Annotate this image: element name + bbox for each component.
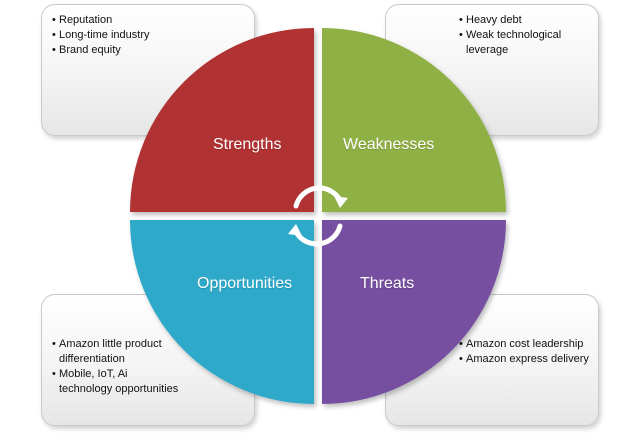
list-item: Amazon cost leadership [459, 337, 589, 352]
list-item: Amazon express delivery [459, 352, 589, 367]
arrow-heads [288, 196, 348, 236]
opportunities-label: Opportunities [197, 275, 293, 292]
list-item: Reputation [52, 13, 242, 28]
circular-arrows-icon [293, 185, 343, 247]
weaknesses-quadrant [322, 28, 506, 212]
threats-quadrant [322, 220, 506, 404]
strengths-label: Strengths [213, 136, 282, 153]
list-item: Heavy debt [459, 13, 589, 28]
list-item: Amazon little product differentiation [52, 337, 182, 367]
opportunities-quadrant [130, 220, 314, 404]
strengths-quadrant [130, 28, 314, 212]
weaknesses-label: Weaknesses [343, 136, 435, 153]
threats-label: Threats [360, 275, 415, 292]
opportunities-list: Amazon little product differentiation Mo… [52, 337, 182, 397]
list-item: Weak technological leverage [459, 28, 589, 58]
strengths-list: Reputation Long-time industry Brand equi… [52, 13, 242, 58]
weaknesses-list: Heavy debt Weak technological leverage [459, 13, 589, 58]
list-item: Long-time industry [52, 28, 242, 43]
list-item: Mobile, IoT, Ai technology opportunities [52, 367, 182, 397]
list-item: Brand equity [52, 43, 242, 58]
threats-list: Amazon cost leadership Amazon express de… [459, 337, 589, 367]
